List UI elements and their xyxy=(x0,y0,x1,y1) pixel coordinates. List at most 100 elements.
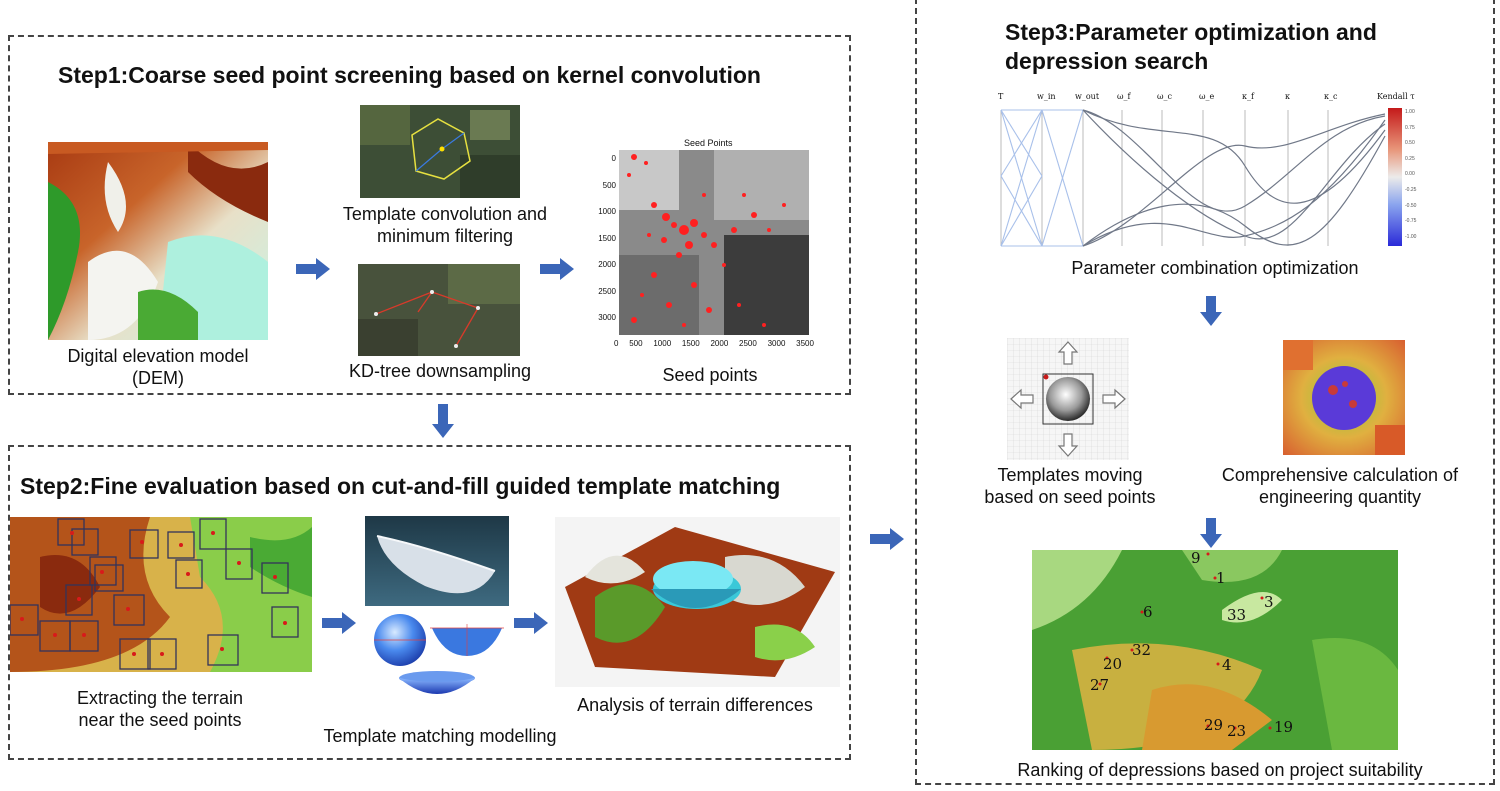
colorbar-tick: 0.75 xyxy=(1405,124,1415,131)
seed-points-plot: Seed Points 0 500 1000 1500 2000 2500 30… xyxy=(594,135,822,353)
template-caption-line1: Template convolution and xyxy=(342,204,548,224)
colorbar-tick: 0.00 xyxy=(1405,171,1415,178)
axis-label: κ_f xyxy=(1242,92,1254,101)
engineering-caption-line2: engineering quantity xyxy=(1258,487,1422,507)
extract-caption-line2: near the seed points xyxy=(78,710,242,730)
rank-label: 6 xyxy=(1143,603,1153,621)
x-tick: 2000 xyxy=(710,339,729,348)
colorbar-tick: 0.50 xyxy=(1405,140,1415,147)
seed-plot-y-ticks: 0 500 1000 1500 2000 2500 3000 xyxy=(596,146,616,332)
axis-label: ω_e xyxy=(1199,92,1215,101)
x-tick: 1500 xyxy=(681,339,700,348)
y-tick: 1500 xyxy=(598,233,616,243)
dem-caption: Digital elevation model (DEM) xyxy=(30,345,286,389)
kdtree-caption: KD-tree downsampling xyxy=(348,361,532,381)
x-tick: 2500 xyxy=(739,339,757,348)
template-caption: Template convolution and minimum filteri… xyxy=(320,203,570,247)
rank-label: 20 xyxy=(1103,655,1123,673)
seed-caption: Seed points xyxy=(662,365,758,385)
templates-caption-line2: based on seed points xyxy=(984,487,1156,507)
step3-panel xyxy=(915,0,1495,785)
analysis-caption: Analysis of terrain differences xyxy=(577,695,813,715)
colorbar-tick: -0.25 xyxy=(1405,186,1417,193)
rank-label: 4 xyxy=(1222,656,1232,674)
seed-plot-title: Seed Points xyxy=(684,138,733,148)
rank-label: 3 xyxy=(1264,593,1274,611)
modelling-caption: Template matching modelling xyxy=(323,726,557,746)
template-sphere-image xyxy=(372,612,428,668)
terrain-extract-image xyxy=(10,517,312,672)
arrow-down-icon xyxy=(1200,518,1222,548)
kdtree-image xyxy=(358,264,520,356)
arrow-right-icon xyxy=(514,612,548,634)
colorbar-tick: -0.50 xyxy=(1405,202,1417,209)
rank-label: 9 xyxy=(1191,550,1201,567)
x-tick: 0 xyxy=(614,339,619,348)
axis-label: T xyxy=(998,92,1004,101)
rank-label: 29 xyxy=(1204,716,1224,734)
engineering-quantity-image xyxy=(1283,340,1405,455)
param-axis-labels: T w_in w_out ω_f ω_c ω_e κ_f κ κ_c Kenda… xyxy=(995,92,1435,106)
templates-caption: Templates moving based on seed points xyxy=(960,464,1180,508)
parameter-parallel-plot: T w_in w_out ω_f ω_c ω_e κ_f κ κ_c Kenda… xyxy=(995,92,1435,252)
extract-caption-line1: Extracting the terrain xyxy=(76,688,244,708)
axis-label: κ xyxy=(1285,92,1290,101)
templates-caption-line1: Templates moving xyxy=(997,465,1143,485)
x-tick: 500 xyxy=(629,339,643,348)
arrow-right-icon xyxy=(296,258,330,280)
axis-label: ω_c xyxy=(1157,92,1173,101)
step1-panel xyxy=(8,35,851,395)
rank-label: 23 xyxy=(1227,722,1247,740)
step3-title-line1: Step3:Parameter optimization and xyxy=(1005,19,1377,45)
terrain-difference-image xyxy=(555,517,840,687)
step2-title: Step2:Fine evaluation based on cut-and-f… xyxy=(20,473,781,499)
x-tick: 3500 xyxy=(796,339,814,348)
axis-label: κ_c xyxy=(1324,92,1338,101)
rank-label: 1 xyxy=(1216,569,1226,587)
colorbar-tick: 1.00 xyxy=(1405,109,1415,115)
y-tick: 2500 xyxy=(598,286,616,296)
y-tick: 0 xyxy=(611,154,616,163)
arrow-right-icon xyxy=(322,612,356,634)
y-tick: 3000 xyxy=(598,313,616,322)
template-caption-line2: minimum filtering xyxy=(376,226,514,246)
param-caption: Parameter combination optimization xyxy=(1071,258,1359,278)
rank-label: 33 xyxy=(1227,606,1247,624)
y-tick: 500 xyxy=(602,180,616,190)
y-tick: 2000 xyxy=(598,260,616,269)
step3-title: Step3:Parameter optimization and depress… xyxy=(1005,18,1377,76)
arrow-right-icon xyxy=(870,528,904,550)
rank-labels: 9 1 6 33 3 32 20 4 27 29 23 19 xyxy=(1032,550,1398,750)
step2-panel xyxy=(8,445,851,760)
x-tick: 1000 xyxy=(653,339,672,348)
dem-image xyxy=(48,142,268,340)
ranking-caption: Ranking of depressions based on project … xyxy=(1017,760,1423,780)
template-section-image xyxy=(430,622,504,658)
templates-moving-image xyxy=(1007,338,1129,460)
template-bowl-image xyxy=(397,670,477,702)
y-tick: 1000 xyxy=(598,207,616,216)
axis-label: w_in xyxy=(1037,92,1056,101)
x-tick: 3000 xyxy=(767,339,786,348)
template-shell-image xyxy=(365,516,509,606)
arrow-down-icon xyxy=(1200,296,1222,326)
colorbar-tick: -0.75 xyxy=(1405,218,1417,225)
seed-plot-x-ticks: 0 500 1000 1500 2000 2500 3000 3500 xyxy=(614,339,814,348)
engineering-caption: Comprehensive calculation of engineering… xyxy=(1195,464,1485,508)
axis-label: Kendall τ xyxy=(1377,92,1415,101)
dem-caption-line2: (DEM) xyxy=(132,368,184,388)
rank-label: 27 xyxy=(1090,676,1110,694)
arrow-down-icon xyxy=(432,404,454,438)
extract-caption: Extracting the terrain near the seed poi… xyxy=(40,687,280,731)
arrow-right-icon xyxy=(540,258,574,280)
template-convolution-image xyxy=(360,105,520,198)
colorbar-tick: -1.00 xyxy=(1405,233,1417,240)
engineering-caption-line1: Comprehensive calculation of xyxy=(1221,465,1459,485)
colorbar-tick: 0.25 xyxy=(1405,155,1415,162)
rank-label: 19 xyxy=(1274,718,1294,736)
colorbar-ticks: 1.00 0.75 0.50 0.25 0.00 -0.25 -0.50 -0.… xyxy=(1405,105,1416,245)
dem-caption-line1: Digital elevation model xyxy=(67,346,249,366)
axis-label: w_out xyxy=(1075,92,1100,101)
step3-title-line2: depression search xyxy=(1005,48,1209,74)
axis-label: ω_f xyxy=(1117,92,1131,101)
